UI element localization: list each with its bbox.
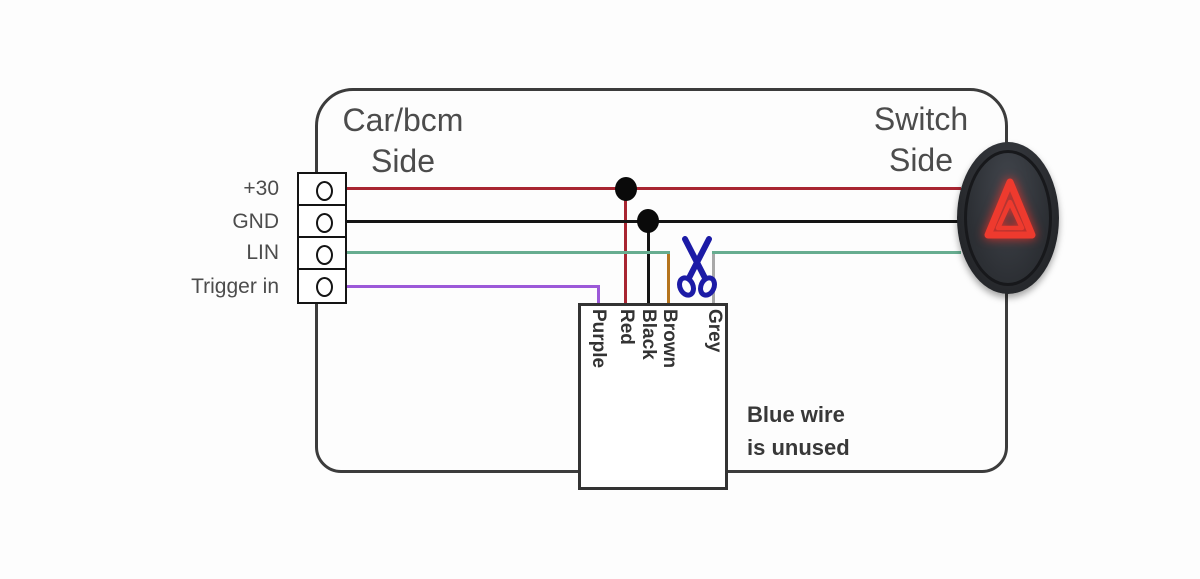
connector-pin-plus30 [299,174,345,206]
pin-circle [316,277,333,297]
plus30-red-wire [331,187,961,190]
pin-circle [316,181,333,201]
black-tap-wire [647,222,650,305]
lin-green-wire-switch-side [712,251,961,254]
wire-label-grey: Grey [704,309,725,353]
pin-circle [316,245,333,265]
connector-pin-gnd [299,206,345,238]
connector-pin-trigger [299,270,345,301]
scissors-icon [677,236,717,298]
wire-label-brown: Brown [659,309,680,369]
switch-side-title-line1: Switch [873,101,969,137]
pin-label-gnd: GND [232,210,279,233]
pin-label-lin: LIN [246,241,279,264]
unused-wire-note-line2: is unused [747,435,850,460]
switch-side-title-line2: Side [888,142,954,178]
wire-label-red: Red [616,309,637,345]
hazard-switch-button [957,142,1059,294]
wire-label-purple: Purple [588,309,609,369]
black-junction-dot [637,209,659,233]
connector-pin-lin [299,238,345,270]
unused-wire-note: Blue wire is unused [747,398,947,464]
pin-circle [316,213,333,233]
hazard-triangle-icon [984,178,1036,239]
pin-label-trigger-in: Trigger in [191,275,279,298]
brown-wire-drop [667,253,670,305]
unused-wire-note-line1: Blue wire [747,402,845,427]
red-tap-wire [624,189,627,305]
trigger-purple-wire [331,285,600,288]
red-junction-dot [615,177,637,201]
hazard-button-face [964,150,1052,286]
switch-side-title: Switch Side [836,99,1006,181]
wire-label-black: Black [638,309,659,360]
adapter-box [578,303,728,490]
car-side-title: Car/bcm Side [318,100,488,182]
pin-label-plus30: +30 [243,177,279,200]
purple-wire-drop [597,287,600,305]
car-side-title-line1: Car/bcm [342,102,464,138]
car-side-title-line2: Side [370,143,436,179]
bcm-connector-block [297,172,347,304]
lin-green-wire-car-side [331,251,670,254]
